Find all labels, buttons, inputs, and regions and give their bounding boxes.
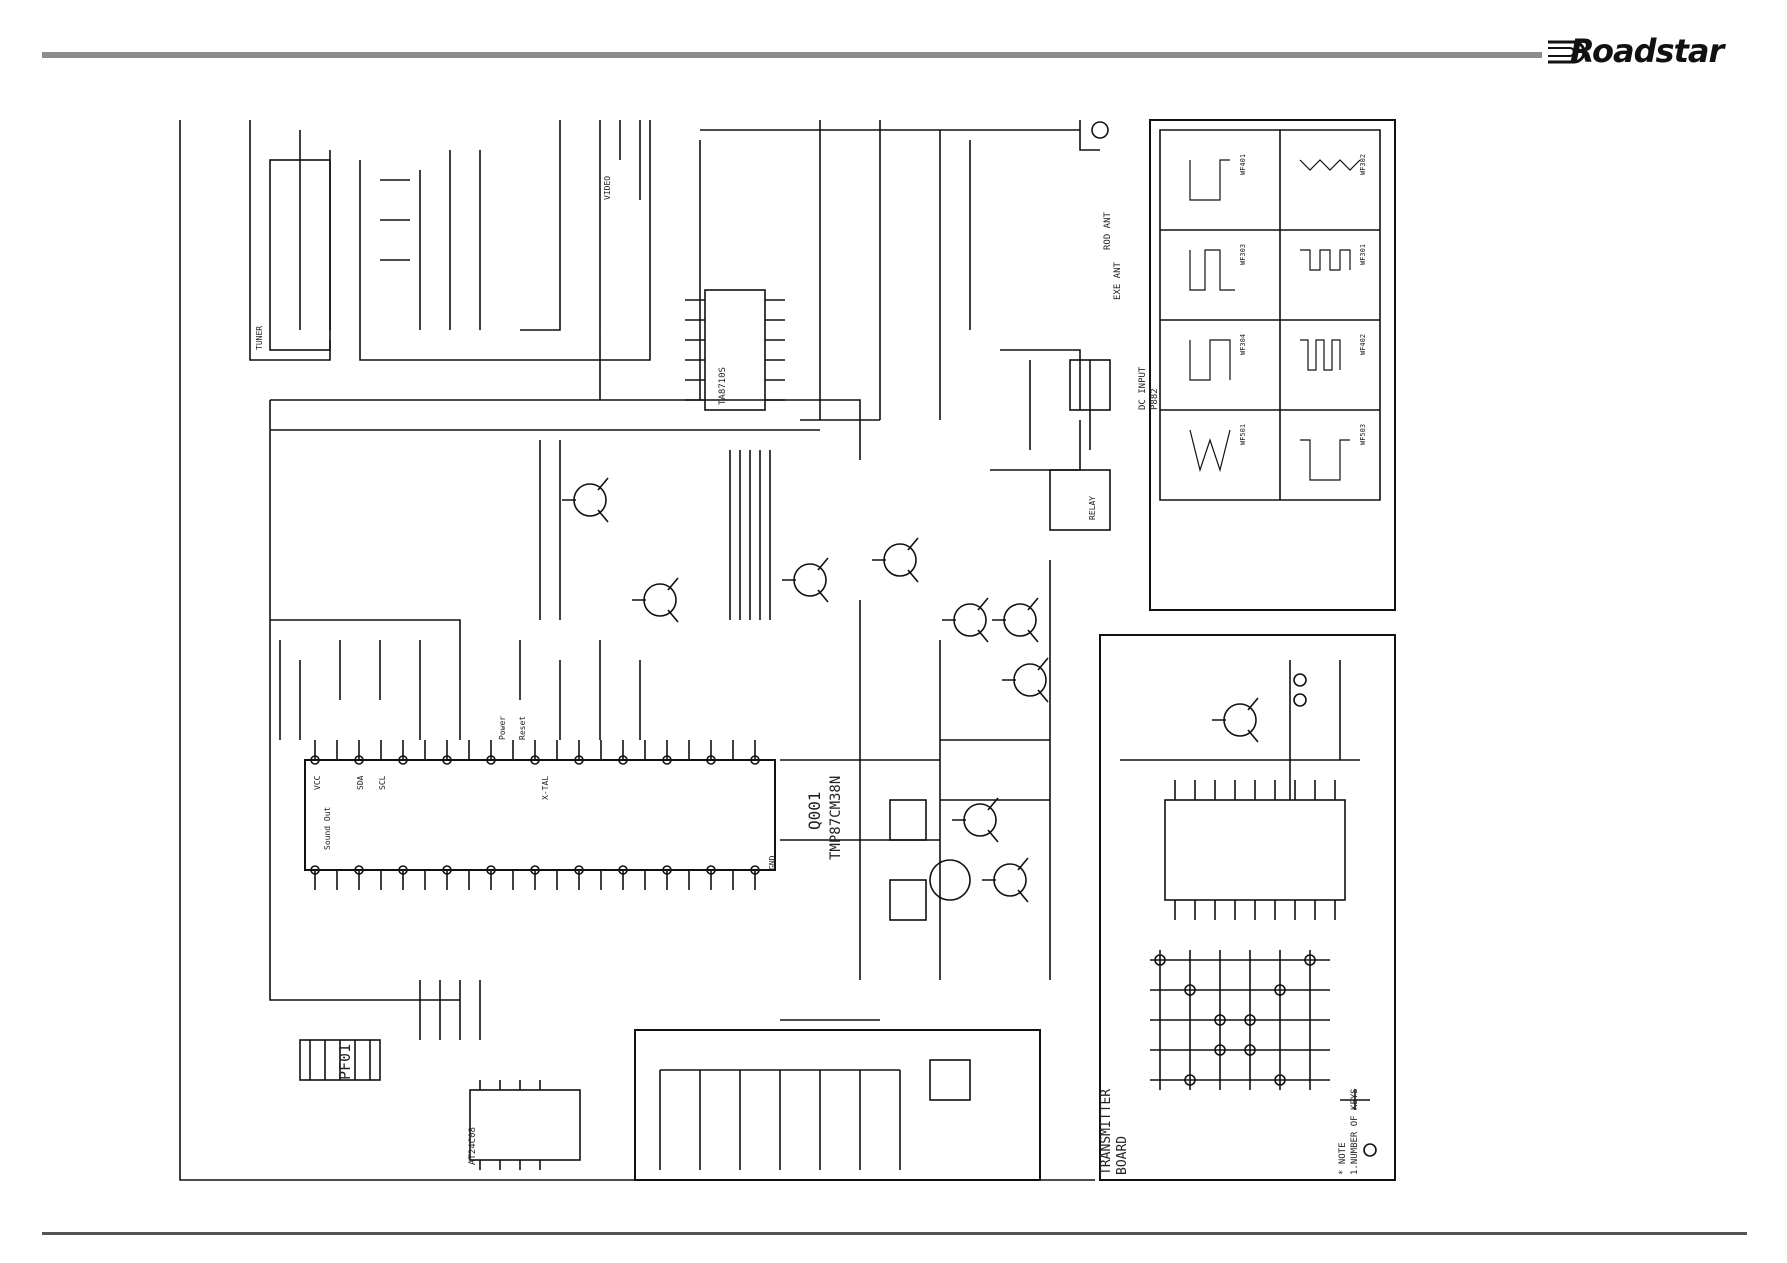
transmitter-board-label: BOARD (1115, 1136, 1130, 1175)
board-frame (179, 120, 1095, 1181)
transistor-q305 (782, 557, 829, 603)
reset-label: Reset (518, 716, 527, 740)
header-rule (42, 52, 1542, 58)
transistor-q807 (1002, 657, 1049, 703)
power-label: Power (498, 716, 507, 740)
relay-label: RELAY (1088, 496, 1097, 520)
rod-ant-label: ROD ANT (1103, 211, 1113, 250)
ir-led-icon (1293, 673, 1307, 687)
footer-rule (42, 1232, 1747, 1235)
transmitter-transistor (1212, 697, 1259, 743)
transistor-q806 (992, 597, 1039, 643)
note-line: 1.NUMBER OF KEYS (1350, 1088, 1360, 1175)
keypad-matrix (1150, 950, 1330, 1090)
relay-box (1049, 469, 1111, 531)
eeprom-chip (469, 1089, 581, 1161)
main-ic-pins-top (314, 740, 756, 760)
transistor-q805 (942, 597, 989, 643)
reset-ic (889, 799, 927, 841)
main-ic-pins-bottom (314, 870, 756, 890)
waveform-label: WF503 (1359, 424, 1367, 445)
transmitter-label: TRANSMITTER (1099, 1089, 1114, 1175)
tuner-label: TUNER (255, 326, 264, 350)
tuner-module (269, 159, 331, 351)
transistor-q309 (632, 577, 679, 623)
main-ic-pin-circles (310, 755, 760, 875)
dc-input-ref: P882 (1150, 388, 1160, 410)
transmitter-ic (1164, 799, 1346, 901)
main-ic-ref: Q001 (805, 791, 824, 830)
brand-logo (1544, 34, 1754, 74)
gnd-label: GND (768, 855, 777, 870)
sound-out-label: Sound Out (323, 806, 332, 850)
vcc-label: VCC (313, 775, 322, 790)
transmitter-board (1099, 634, 1396, 1181)
waveform-label: WF501 (1239, 424, 1247, 445)
waveform-label: WF304 (1239, 334, 1247, 355)
regulator-q801 (929, 859, 971, 901)
sif-converter-label: TA8710S (718, 367, 728, 405)
waveform-panel (1149, 119, 1396, 611)
main-ic-body (304, 759, 776, 871)
battery-icon (1340, 1090, 1370, 1110)
ir-led-icon-2 (1293, 693, 1307, 707)
video-label: VIDEO (603, 176, 612, 200)
main-ic-part: TMP87CM38N (828, 776, 844, 860)
eeprom-label: AT24C08 (468, 1127, 478, 1165)
roadstar-logo-icon (1548, 40, 1586, 64)
waveform-label: WF301 (1359, 244, 1367, 265)
sda-label: SDA (356, 775, 365, 790)
xtal-label: X-TAL (541, 776, 550, 800)
battery-contact-icon (1363, 1143, 1377, 1157)
transistor-q308 (562, 477, 609, 523)
brand-name: Roadstar (1570, 32, 1724, 70)
waveform-label: WF402 (1359, 334, 1367, 355)
transistor-q803 (952, 797, 999, 843)
dc-input-label: DC INPUT (1138, 366, 1148, 410)
connector-pf01-label: PF01 (336, 1044, 354, 1080)
ext-ant-label: EXE ANT (1113, 261, 1123, 300)
dc-input-jack (1069, 359, 1111, 411)
note-title: * NOTE (1338, 1142, 1348, 1175)
transistor-q810 (872, 537, 919, 583)
ir-module (929, 1059, 971, 1101)
transistor-q802 (982, 857, 1029, 903)
scl-label: SCL (378, 775, 387, 790)
waveform-label: WF302 (1359, 154, 1367, 175)
waveform-traces (1189, 159, 1361, 481)
waveform-label: WF401 (1239, 154, 1247, 175)
antenna-jack-icon (1091, 121, 1109, 139)
regulator-ic (889, 879, 927, 921)
waveform-label: WF303 (1239, 244, 1247, 265)
keypad-board (634, 1029, 1041, 1181)
sif-converter-chip (704, 289, 766, 411)
